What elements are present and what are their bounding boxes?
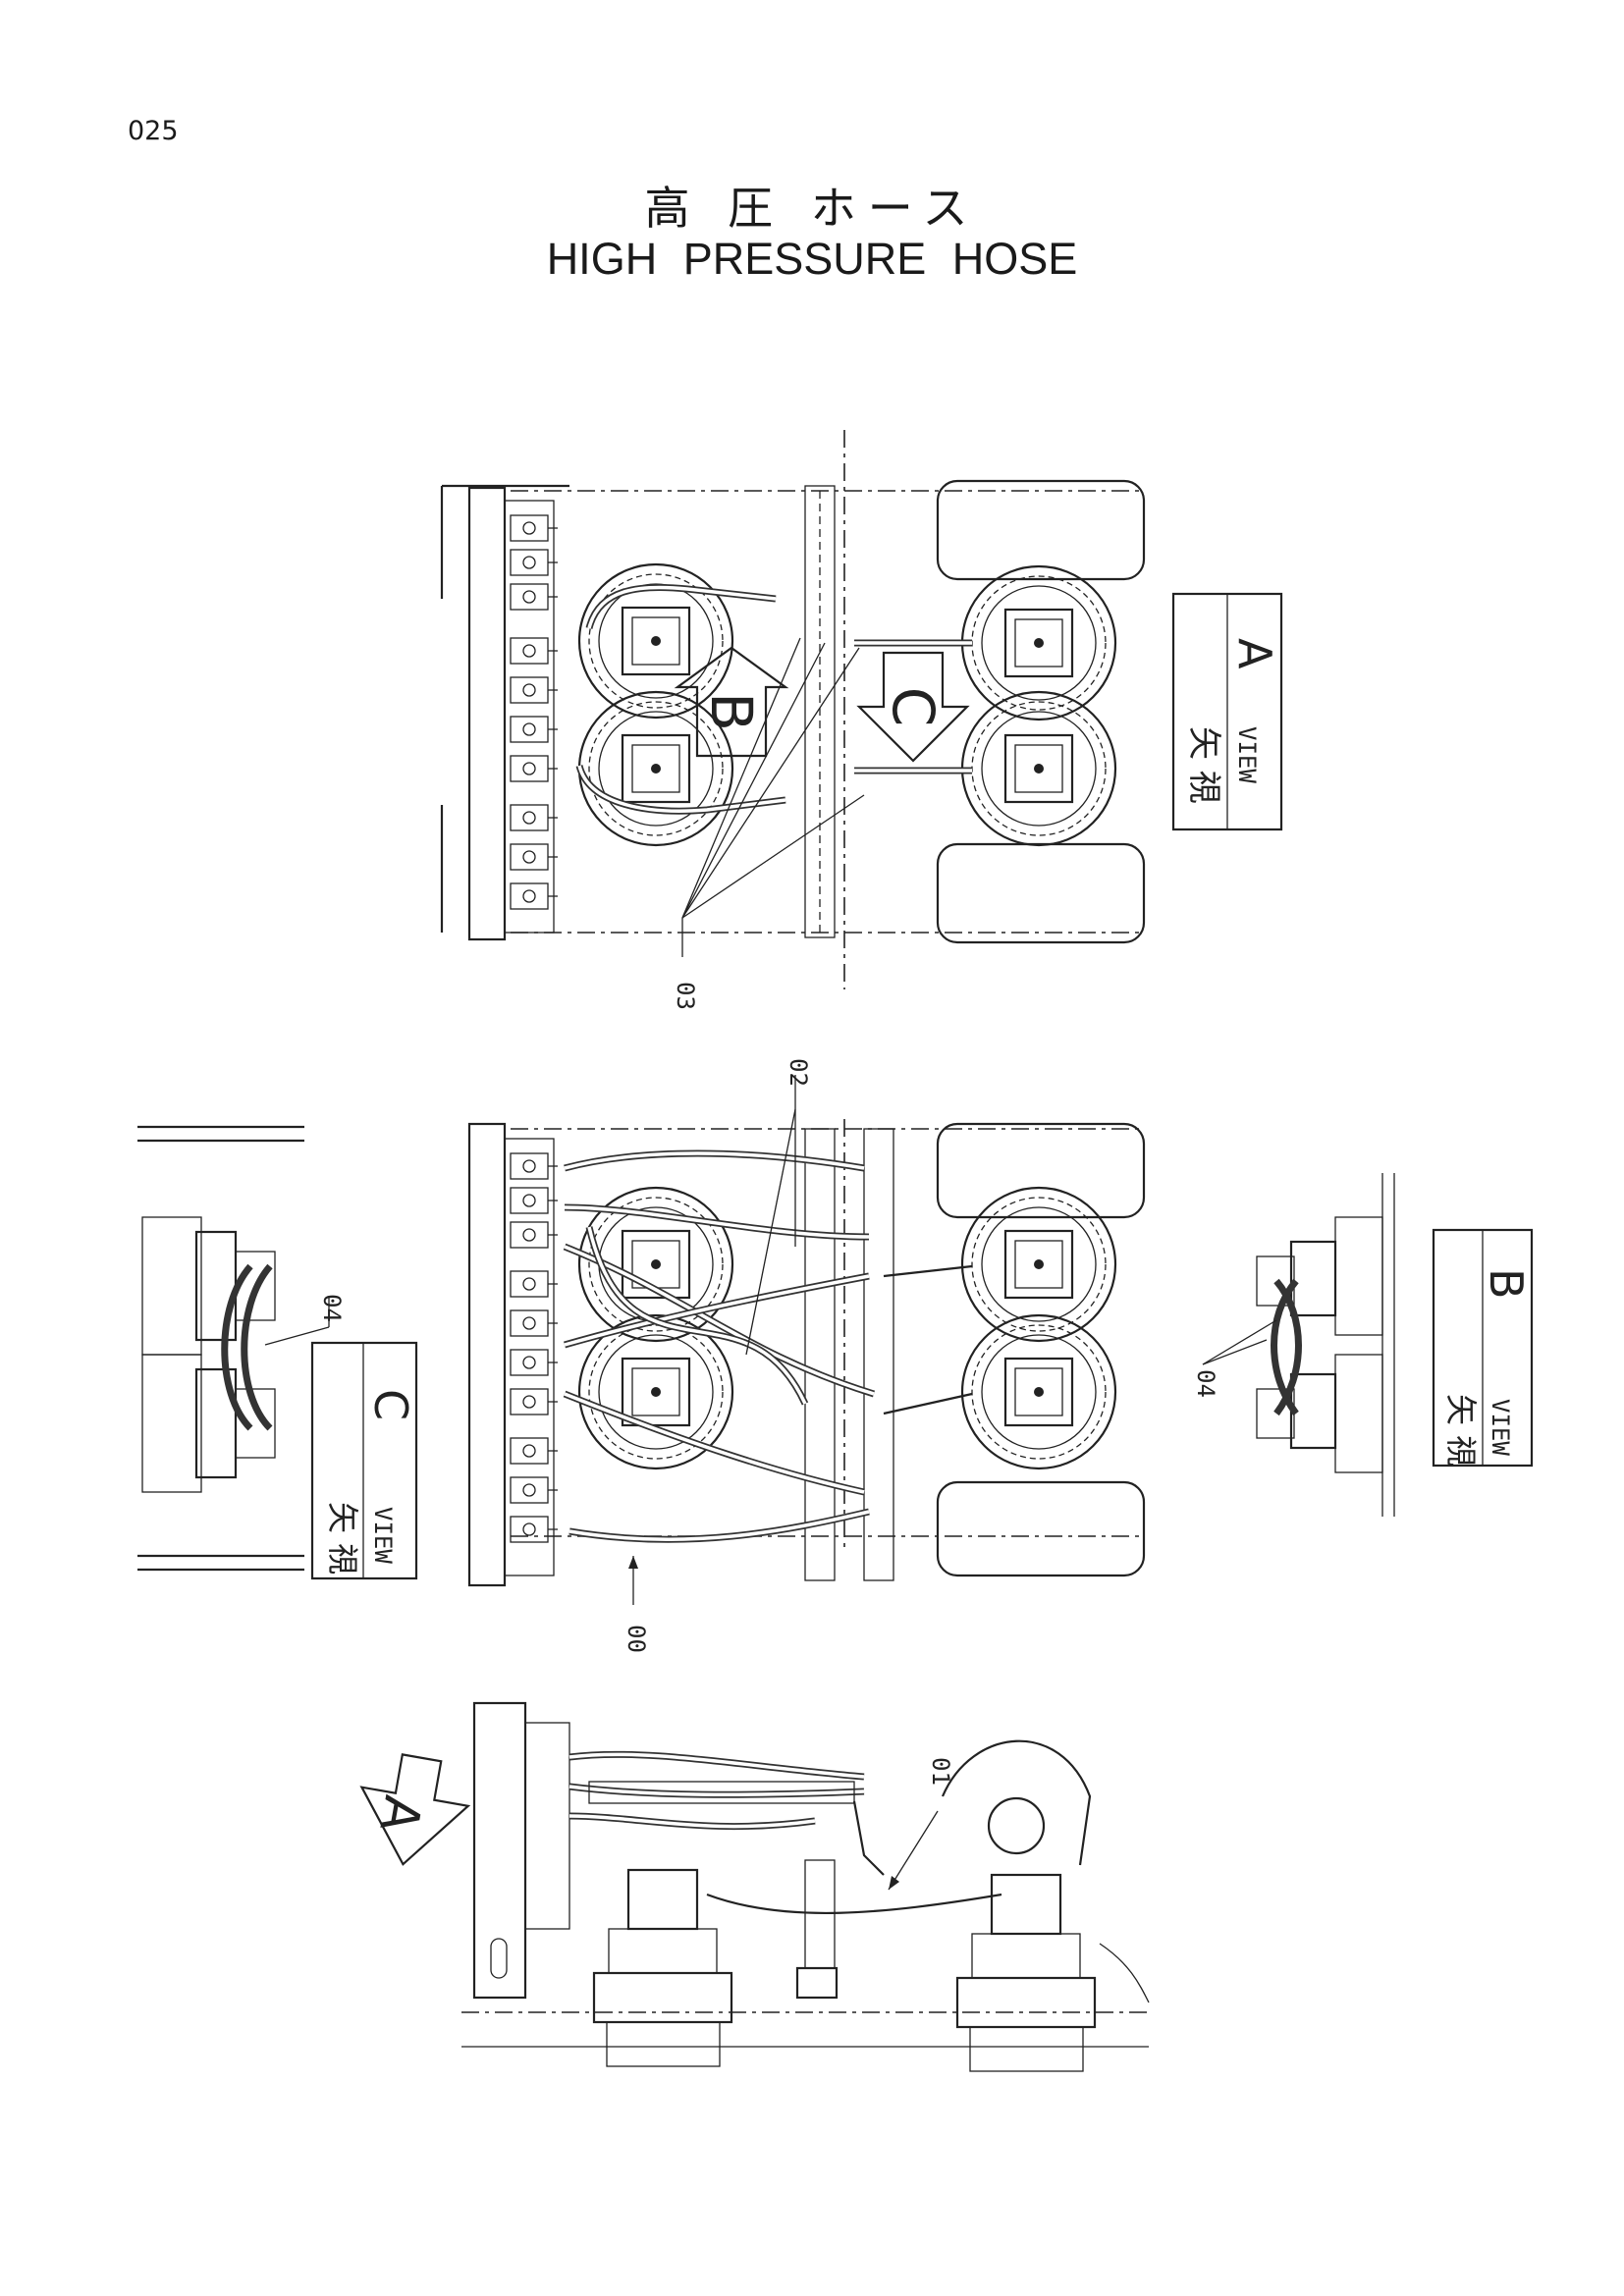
top-assembly-view: B C 03 [440,430,1146,1010]
arrow-b-letter: B [698,692,765,731]
callout-03: 03 [672,982,699,1010]
bottom-side-view: A 01 [359,1701,1150,2072]
callout-01: 01 [927,1757,954,1786]
callout-04-left: 04 [318,1294,346,1322]
view-a-letter: A [1228,638,1281,669]
middle-assembly-view: 02 00 [467,1058,1146,1653]
view-b-detail: 04 矢 視 VIEW B [1192,1173,1534,1517]
arrow-a-letter: A [367,1791,431,1837]
arrow-c-letter: C [880,687,947,727]
title-japanese: 高 圧 ホース [644,182,980,235]
view-a-box: 矢 視 VIEW A [1171,592,1283,831]
view-a-word: VIEW [1233,726,1261,783]
callout-04-right: 04 [1192,1369,1219,1398]
view-b-word: VIEW [1487,1399,1514,1456]
view-c-detail: 04 矢 視 VIEW C [137,1125,418,1580]
view-c-kanji: 矢 視 [324,1502,361,1575]
callout-02: 02 [785,1058,812,1087]
view-b-kanji: 矢 視 [1442,1394,1480,1467]
view-b-letter: B [1480,1268,1533,1300]
page-number: 025 [128,116,179,146]
title-english: HIGH PRESSURE HOSE [546,234,1078,284]
callout-00: 00 [623,1625,650,1653]
view-c-word: VIEW [369,1507,397,1564]
view-c-letter: C [364,1389,417,1420]
view-a-kanji: 矢 視 [1184,726,1223,804]
